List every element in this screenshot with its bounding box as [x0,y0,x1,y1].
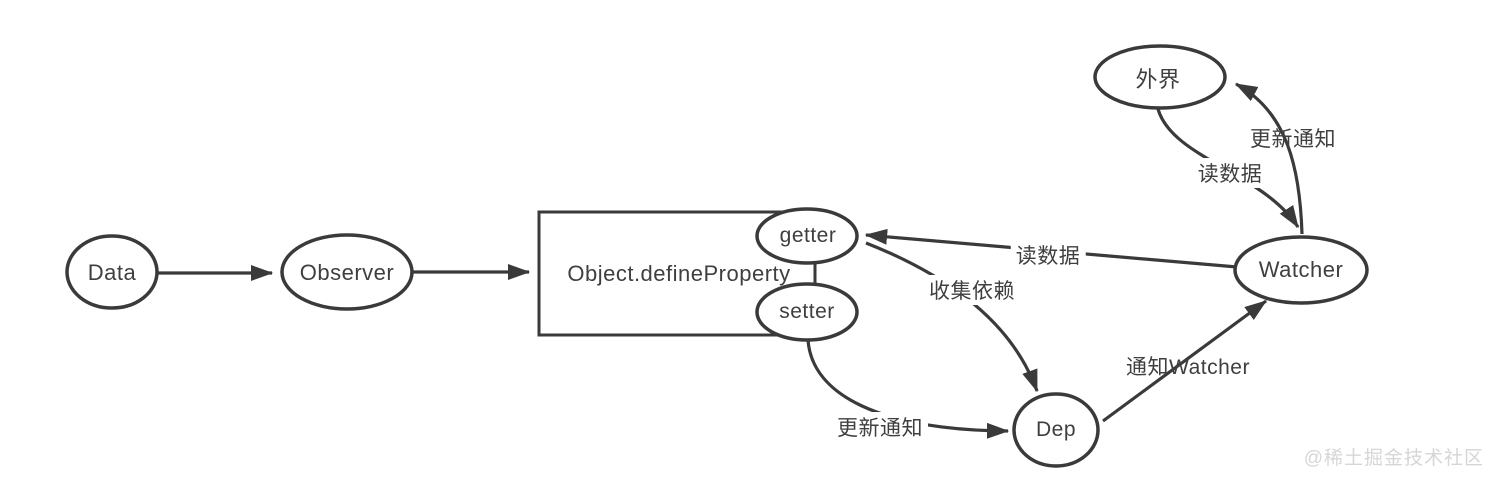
node-observer-ellipse [280,233,414,311]
watermark: @稀土掘金技术社区 [1303,448,1484,469]
node-getter-ellipse [755,207,859,265]
edge-setter-to-dep [806,339,1010,439]
edge-getter-to-dep [865,241,1039,393]
edge-label-update-notify-top: 更新通知 [1250,128,1336,151]
node-data-ellipse [65,234,159,310]
node-data-label: Data [87,260,137,285]
node-watcher-ellipse [1233,235,1369,305]
edge-label-read-data-mid: 读数据 [1010,240,1086,270]
node-setter-ellipse [755,282,859,342]
node-dep-label: Dep [1035,418,1077,441]
edge-watcher-to-outside [1234,82,1304,235]
node-outside-label: 外界 [1135,67,1181,92]
edge-label-notify-watcher: 通知Watcher [1126,356,1250,379]
edge-dep-to-watcher [1102,299,1268,423]
edge-label-read-data-top: 读数据 [1192,158,1268,188]
node-getter-label: getter [779,224,837,247]
node-watcher-label: Watcher [1258,257,1344,282]
node-setter-label: setter [779,300,835,323]
node-observer-label: Observer [299,260,395,285]
node-defineproperty-label: Object.defineProperty [567,261,791,286]
node-outside-ellipse [1093,44,1227,110]
node-dep-ellipse [1012,392,1100,468]
edge-label-collect-dependency: 收集依赖 [924,275,1020,305]
edge-label-update-notify-bottom: 更新通知 [832,412,928,442]
